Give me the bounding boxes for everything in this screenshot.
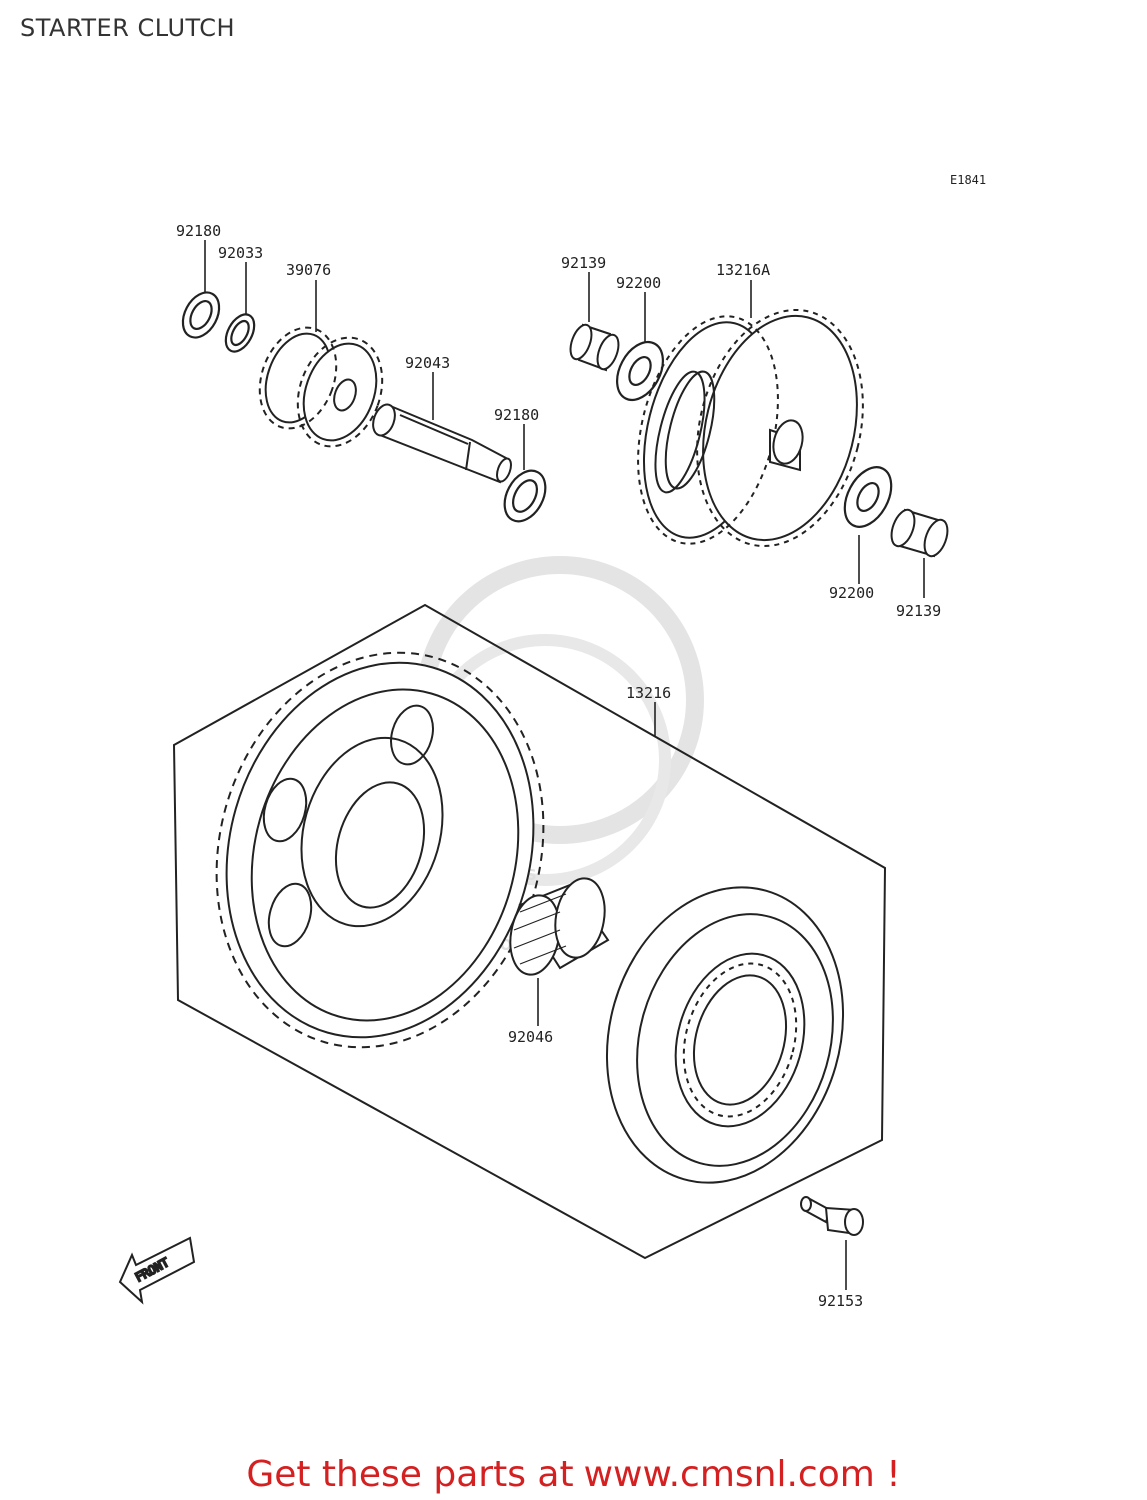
gear-13216 — [215, 651, 545, 1049]
part-label-92200-bot[interactable]: 92200 — [829, 584, 874, 602]
part-label-39076[interactable]: 39076 — [286, 261, 331, 279]
part-label-92033[interactable]: 92033 — [218, 244, 263, 262]
leader-lines — [204, 240, 925, 1290]
gear-13216A — [637, 308, 864, 548]
washer-92180-top — [181, 291, 221, 339]
washer-92180-mid — [503, 469, 547, 523]
cta-link[interactable]: www.cmsnl.com ! — [583, 1454, 901, 1495]
part-label-92200-top[interactable]: 92200 — [616, 274, 661, 292]
front-direction-arrow: FRONT — [118, 1236, 196, 1305]
part-label-13216A[interactable]: 13216A — [716, 261, 770, 279]
part-label-92139-top[interactable]: 92139 — [561, 254, 606, 272]
bushing-92139-top — [569, 323, 620, 372]
drawing-code: E1841 — [950, 173, 986, 187]
washer-92200-top — [616, 340, 664, 402]
part-label-92153[interactable]: 92153 — [818, 1292, 863, 1310]
gear-39076 — [258, 326, 384, 448]
one-way-clutch — [605, 886, 845, 1184]
part-label-92180-mid[interactable]: 92180 — [494, 406, 539, 424]
circlip-92033 — [224, 313, 256, 353]
part-label-92180-top[interactable]: 92180 — [176, 222, 221, 240]
assembly-box-13216 — [172, 603, 887, 1260]
part-label-92139-bot[interactable]: 92139 — [896, 602, 941, 620]
bearing-92046 — [509, 877, 610, 976]
washer-92200-bot — [843, 466, 893, 528]
shaft-92043 — [372, 403, 512, 484]
bushing-92139-bot — [890, 508, 949, 558]
bolt-92153 — [800, 1196, 864, 1236]
cta-prefix: Get these parts at — [246, 1454, 574, 1495]
part-label-92046[interactable]: 92046 — [508, 1028, 553, 1046]
page-title: STARTER CLUTCH — [20, 14, 236, 42]
part-label-92043[interactable]: 92043 — [405, 354, 450, 372]
part-label-13216[interactable]: 13216 — [626, 684, 671, 702]
